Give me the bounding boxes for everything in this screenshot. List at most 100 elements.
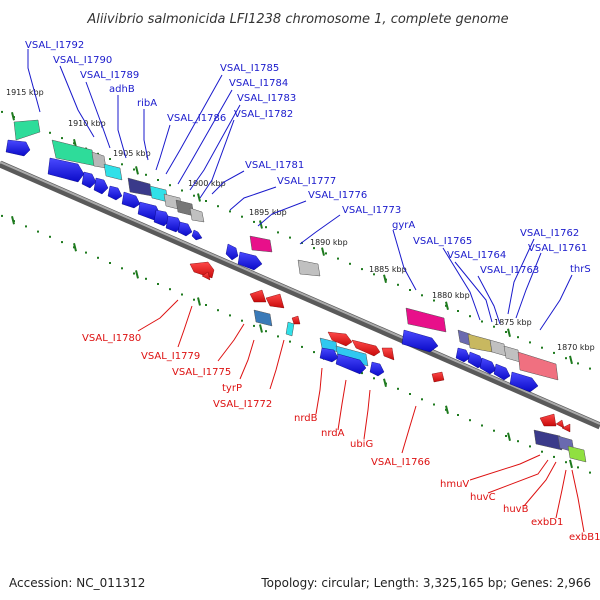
forward-gene-arrow (319, 347, 339, 363)
scale-label-1895: 1895 kbp (249, 208, 287, 217)
scale-tick-major (11, 215, 15, 225)
forward-gene-arrow (5, 139, 31, 157)
feature-box (467, 333, 493, 353)
scale-label-1870: 1870 kbp (557, 343, 595, 352)
map-title: Aliivibrio salmonicida LFI1238 chromosom… (86, 12, 508, 27)
gene-label-VSAL_I1763: VSAL_I1763 (480, 265, 539, 276)
scale-tick-major (445, 301, 449, 311)
scale-tick-major (507, 328, 511, 338)
scale-tick-major (445, 405, 449, 415)
gene-label-VSAL_I1776: VSAL_I1776 (308, 190, 367, 201)
gene-label-tyrP: tyrP (222, 383, 242, 394)
scale-label-1885: 1885 kbp (369, 265, 407, 274)
scale-tick (265, 226, 267, 229)
gene-label-VSAL_I1765: VSAL_I1765 (413, 236, 472, 247)
scale-tick-major (197, 193, 201, 202)
scale-tick (1, 214, 3, 217)
scale-tick (289, 236, 291, 239)
scale-tick (517, 440, 519, 443)
scale-tick (373, 273, 375, 276)
feature-box (253, 309, 273, 327)
forward-gene-arrow (369, 361, 385, 377)
scale-tick (145, 277, 147, 280)
scale-tick (313, 351, 315, 354)
forward-leader-lines (27, 49, 573, 331)
scale-tick (493, 325, 495, 328)
scale-label-1900: 1900 kbp (188, 179, 226, 188)
chromosome-backbone (0, 160, 600, 430)
scale-tick (553, 351, 555, 354)
forward-gene-arrows (5, 139, 539, 393)
scale-tick-major (259, 324, 263, 333)
scale-tick (541, 450, 543, 453)
scale-tick (205, 304, 207, 306)
scale-label-1910: 1910 kbp (68, 119, 106, 128)
scale-tick (301, 345, 303, 348)
reverse-gene-arrow (265, 293, 285, 309)
scale-tick (193, 194, 195, 197)
topology-text: Topology: circular; Length: 3,325,165 bp… (260, 576, 591, 590)
gene-label-VSAL_I1779: VSAL_I1779 (141, 351, 200, 362)
scale-tick (85, 251, 87, 254)
scale-tick (229, 210, 231, 213)
reverse-gene-arrow (189, 261, 215, 279)
scale-tick (121, 163, 123, 166)
forward-gene-arrow (93, 177, 109, 195)
gene-label-VSAL_I1786: VSAL_I1786 (167, 113, 226, 124)
feature-box (103, 163, 123, 181)
scale-tick (241, 215, 243, 218)
scale-label-1875: 1875 kbp (494, 318, 532, 327)
scale-tick-major (383, 378, 387, 387)
gene-label-VSAL_I1789: VSAL_I1789 (80, 70, 139, 81)
scale-tick (565, 357, 567, 360)
scale-label-1915: 1915 kbp (6, 88, 44, 97)
reverse-gene-arrow (431, 371, 445, 383)
scale-tick (553, 455, 555, 458)
gene-label-VSAL_I1764: VSAL_I1764 (447, 250, 506, 261)
gene-label-VSAL_I1784: VSAL_I1784 (229, 78, 288, 89)
scale-tick-major (135, 166, 139, 175)
gene-label-VSAL_I1773: VSAL_I1773 (342, 205, 401, 216)
scale-tick (469, 315, 471, 318)
scale-tick (589, 471, 591, 474)
gene-label-gyrA: gyrA (392, 220, 415, 231)
scale-label-1880: 1880 kbp (432, 291, 470, 300)
scale-tick-major (197, 297, 201, 306)
scale-tick (217, 205, 219, 208)
gene-label-ubiG: ubiG (350, 439, 373, 450)
gene-label-VSAL_I1783: VSAL_I1783 (237, 93, 296, 104)
gene-label-VSAL_I1781: VSAL_I1781 (245, 160, 304, 171)
forward-gene-arrow (121, 191, 141, 209)
scale-tick (457, 414, 459, 416)
gene-label-hmuV: hmuV (440, 479, 469, 490)
gene-label-huvB: huvB (503, 504, 529, 515)
reverse-gene-arrow (561, 423, 571, 433)
scale-tick (25, 225, 27, 228)
forward-gene-arrow (335, 353, 367, 375)
gene-label-VSAL_I1761: VSAL_I1761 (528, 243, 587, 254)
feature-box (297, 259, 321, 277)
forward-gene-arrow (401, 329, 439, 353)
gene-label-VSAL_I1790: VSAL_I1790 (53, 55, 112, 66)
feature-box (189, 207, 205, 223)
forward-gene-arrow (225, 243, 239, 261)
scale-tick-major (569, 459, 573, 469)
scale-tick (277, 335, 279, 338)
scale-tick (481, 424, 483, 427)
scale-tick-major (135, 270, 139, 279)
scale-tick (589, 367, 591, 370)
scale-tick (97, 256, 99, 259)
scale-tick (49, 131, 51, 134)
scale-ticks (1, 110, 591, 474)
scale-tick (409, 289, 411, 291)
scale-tick (517, 336, 519, 339)
gene-label-nrdA: nrdA (321, 428, 345, 439)
gene-label-VSAL_I1772: VSAL_I1772 (213, 399, 272, 410)
scale-tick-major (507, 432, 511, 442)
feature-box (489, 339, 507, 357)
reverse-gene-arrow (291, 315, 301, 325)
reverse-gene-arrow (351, 339, 381, 357)
feature-box (517, 351, 559, 381)
scale-tick (397, 283, 399, 286)
